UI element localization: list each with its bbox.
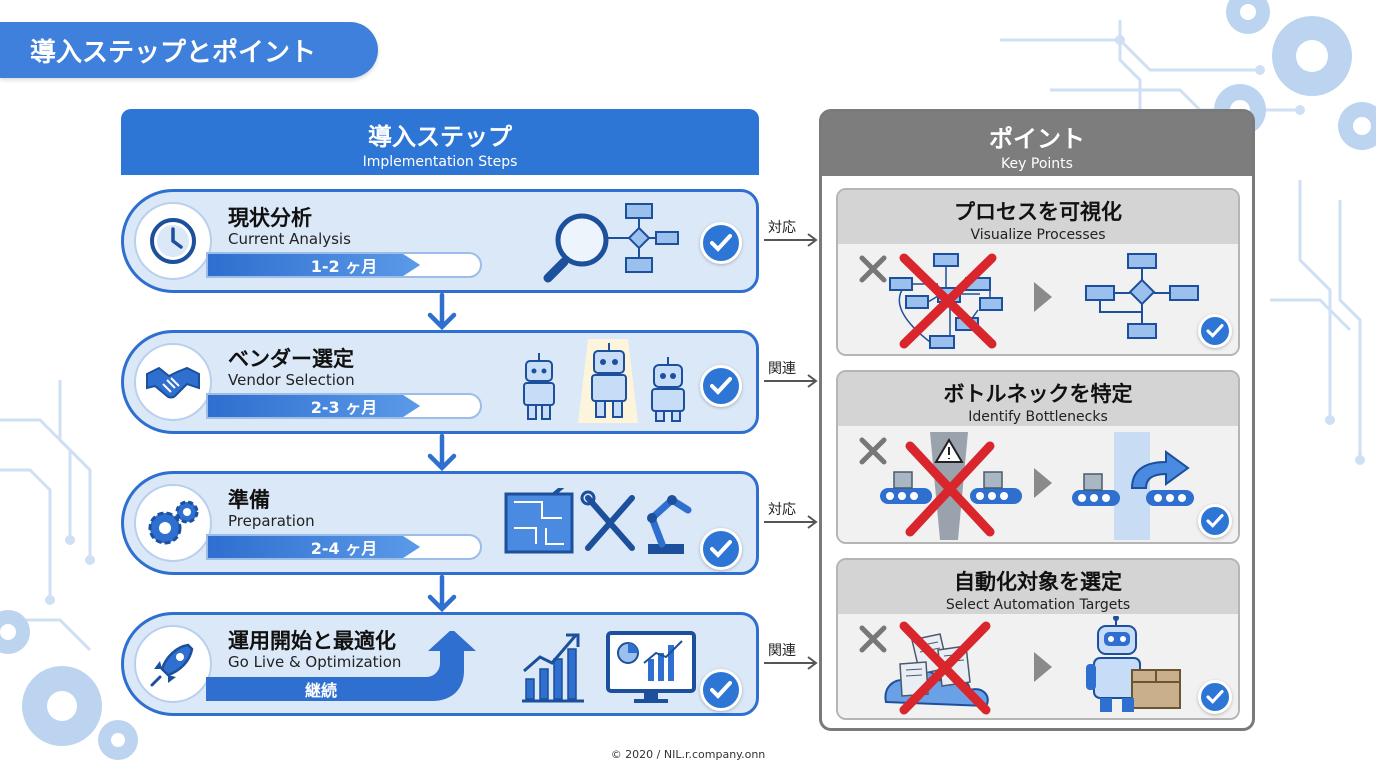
triangle-right-icon	[1034, 468, 1052, 498]
step-current-analysis: 現状分析 Current Analysis 1-2 ヶ月	[121, 189, 759, 293]
handshake-icon	[146, 366, 200, 399]
footer-copyright: © 2020 / NIL.r.company.onn	[610, 748, 766, 761]
step-preparation: 準備 Preparation 2-4 ヶ月	[121, 471, 759, 575]
arrow-down-icon	[427, 575, 457, 613]
triangle-right-icon	[1034, 652, 1052, 682]
x-mark-icon	[859, 437, 887, 465]
point-card-identify-bottlenecks: ボトルネックを特定 Identify Bottlenecks	[836, 370, 1240, 544]
step-title: 運用開始と最適化	[228, 629, 396, 653]
paper-pile-crossed-icon	[884, 621, 991, 715]
duration-label: 1-2 ヶ月	[310, 257, 378, 276]
arrow-down-icon	[427, 293, 457, 331]
point-subtitle: Identify Bottlenecks	[968, 409, 1108, 425]
check-icon	[1198, 314, 1232, 348]
step-title: 現状分析	[228, 206, 312, 230]
steps-header-title: 導入ステップ	[368, 123, 512, 151]
steps-header-subtitle: Implementation Steps	[362, 154, 518, 170]
step-icon-circle	[134, 202, 212, 280]
step-title: ベンダー選定	[228, 347, 354, 371]
point-title: ボトルネックを特定	[943, 382, 1133, 406]
step-icon-circle	[134, 625, 212, 703]
duration-label: 2-4 ヶ月	[310, 539, 378, 558]
duration-bar: 継続	[206, 631, 482, 701]
blueprint-tools-robot-arm-icon	[504, 488, 692, 554]
duration-label: 継続	[304, 681, 337, 700]
x-mark-icon	[859, 255, 887, 283]
check-icon	[700, 365, 742, 407]
magnifier-flowchart-icon	[543, 203, 679, 283]
check-icon	[1198, 504, 1232, 538]
arrow-right-icon	[764, 656, 818, 670]
step-icon-circle	[134, 484, 212, 562]
points-header-subtitle: Key Points	[1001, 156, 1073, 172]
steps-header: 導入ステップ Implementation Steps	[121, 109, 759, 175]
chart-monitor-icon	[522, 631, 696, 703]
gears-icon	[148, 500, 199, 545]
step-title: 準備	[228, 488, 270, 512]
point-card-select-automation-targets: 自動化対象を選定 Select Automation Targets	[836, 558, 1240, 720]
check-icon	[1198, 680, 1232, 714]
points-header-title: ポイント	[989, 125, 1085, 153]
triangle-right-icon	[1034, 282, 1052, 312]
check-icon	[700, 528, 742, 570]
point-subtitle: Visualize Processes	[970, 227, 1106, 243]
points-panel: ポイント Key Points プロセスを可視化 Visualize Proce…	[819, 109, 1255, 731]
robots-icon	[523, 339, 685, 423]
duration-label: 2-3 ヶ月	[310, 398, 378, 417]
duration-bar: 1-2 ヶ月	[206, 252, 482, 278]
connector-label: 対応	[768, 220, 796, 236]
arrow-right-icon	[764, 515, 818, 529]
robot-with-box-icon	[1086, 616, 1181, 712]
duration-bar: 2-3 ヶ月	[206, 393, 482, 419]
point-card-visualize-processes: プロセスを可視化 Visualize Processes	[836, 188, 1240, 356]
connector-label: 対応	[768, 502, 796, 518]
x-mark-icon	[859, 625, 887, 653]
step-subtitle: Preparation	[228, 512, 315, 530]
messy-process-crossed-icon	[889, 253, 1003, 349]
bottleneck-conveyor-crossed-icon	[880, 432, 1022, 540]
connector-label: 関連	[768, 361, 796, 377]
point-subtitle: Select Automation Targets	[945, 597, 1131, 613]
clock-icon	[150, 218, 196, 264]
point-title: 自動化対象を選定	[954, 570, 1122, 594]
step-subtitle: Vendor Selection	[228, 371, 355, 389]
step-vendor-selection: ベンダー選定 Vendor Selection 2-3 ヶ月	[121, 330, 759, 434]
page-title: 導入ステップとポイント	[0, 22, 378, 78]
flowing-conveyor-icon	[1072, 432, 1194, 540]
step-icon-circle	[134, 343, 212, 421]
step-subtitle: Current Analysis	[228, 230, 351, 248]
clean-flowchart-icon	[1085, 253, 1199, 339]
point-title: プロセスを可視化	[954, 200, 1122, 224]
arrow-right-icon	[764, 374, 818, 388]
arrow-right-icon	[764, 233, 818, 247]
points-header: ポイント Key Points	[822, 112, 1252, 176]
arrow-down-icon	[427, 434, 457, 472]
rocket-icon	[150, 643, 194, 687]
step-subtitle: Go Live & Optimization	[228, 653, 402, 671]
check-icon	[700, 222, 742, 264]
check-icon	[700, 669, 742, 711]
duration-bar: 2-4 ヶ月	[206, 534, 482, 560]
step-go-live-optimization: 運用開始と最適化 Go Live & Optimization 継続	[121, 612, 759, 716]
connector-label: 関連	[768, 643, 796, 659]
